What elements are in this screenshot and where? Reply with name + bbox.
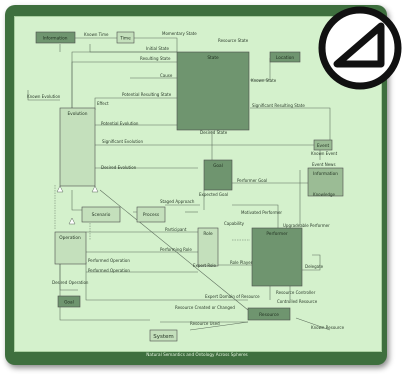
rel-momentary-state: Momentary State <box>162 31 197 36</box>
rel-knowledge: Knowledge <box>313 192 336 197</box>
performer-label: Performer <box>266 231 288 237</box>
information-right-box[interactable] <box>307 167 344 197</box>
state-label: State <box>207 55 219 61</box>
system-box[interactable] <box>149 329 178 342</box>
rel-performer-goal: Performer Goal <box>237 178 267 183</box>
rel-expert-role: Expert Role <box>193 263 217 268</box>
rel-expected-goal: Expected Goal <box>199 192 228 197</box>
rel-significant-evolution: Significant Evolution <box>102 139 143 144</box>
rel-resulting-state: Resulting State <box>140 56 171 61</box>
scenario-label: Scenario <box>92 212 111 218</box>
resource-label: Resource <box>259 312 279 318</box>
evolution-box[interactable] <box>59 107 96 187</box>
box-labels: Information Time State Location Evolutio… <box>43 36 339 341</box>
rel-known-state: Known State <box>251 78 277 83</box>
rel-resource-state: Resource State <box>218 38 249 43</box>
rel-upgradeable-performer: Upgradeable Performer <box>283 223 330 228</box>
rel-known-resource: Known Resource <box>311 325 345 330</box>
role-box[interactable] <box>197 227 219 267</box>
relation-labels: Known Time Momentary State Resource Stat… <box>27 31 345 330</box>
rel-known-time: Known Time <box>84 32 109 37</box>
resource-box[interactable] <box>247 307 291 321</box>
diagram-caption: Natural Semantics and Ontology Across Sp… <box>146 352 248 357</box>
location-box[interactable] <box>269 51 301 63</box>
rel-potential-resulting-state: Potential Resulting State <box>122 92 172 97</box>
information-top-box[interactable] <box>35 31 76 44</box>
operation-label: Operation <box>59 235 81 241</box>
rel-desired-operation: Desired Operation <box>52 280 89 285</box>
rel-potential-evolution: Potential Evolution <box>101 121 139 126</box>
goal-bottom-box[interactable] <box>57 295 81 308</box>
rel-resource-controller: Resource Controller <box>276 290 316 295</box>
state-box[interactable] <box>176 51 250 131</box>
operation-box[interactable] <box>54 231 87 265</box>
rel-role-player: Role Player <box>230 260 253 265</box>
rel-capability: Capability <box>224 221 245 226</box>
rel-controlled-resource: Controlled Resource <box>277 299 318 304</box>
goal-bottom-label: Goal <box>64 300 74 306</box>
goal-label: Goal <box>213 163 223 169</box>
triangle-logo-icon <box>318 6 402 90</box>
rel-participant: Participant <box>165 227 187 232</box>
process-label: Process <box>143 212 160 218</box>
rel-motivated-performer: Motivated Performer <box>241 210 282 215</box>
rel-staged-approach: Staged Approach <box>160 199 195 204</box>
information-top-label: Information <box>43 36 68 42</box>
rel-performing-role: Performing Role <box>160 247 192 252</box>
rel-initial-state: Initial State <box>146 46 169 51</box>
class-boxes <box>35 31 344 342</box>
goal-box[interactable] <box>203 159 233 191</box>
rel-performed-operation-2: Performed Operation <box>88 268 130 273</box>
rel-event-news: Event News <box>312 162 336 167</box>
performer-box[interactable] <box>251 227 303 287</box>
time-label: Time <box>119 36 131 42</box>
rel-desired-evolution: Desired Evolution <box>101 165 137 170</box>
rel-expert-domain: Expert Domain of Resource <box>205 294 260 299</box>
role-label: Role <box>203 231 213 237</box>
rel-known-evolution: Known Evolution <box>27 94 61 99</box>
rel-delegate: Delegate <box>305 264 324 269</box>
rel-effect: Effect <box>97 101 109 106</box>
event-box[interactable] <box>313 139 333 151</box>
rel-desired-state: Desired State <box>200 130 228 135</box>
rel-known-event: Known Event <box>311 151 338 156</box>
information-right-label: Information <box>313 171 338 177</box>
location-label: Location <box>276 55 294 61</box>
time-box[interactable] <box>116 31 135 44</box>
rel-performed-operation-1: Performed Operation <box>88 258 130 263</box>
rel-resource-used: Resource Used <box>190 321 220 326</box>
evolution-label: Evolution <box>67 111 87 117</box>
scenario-box[interactable] <box>81 206 121 223</box>
event-label: Event <box>317 143 330 149</box>
process-box[interactable] <box>136 206 166 223</box>
rel-resource-created: Resource Created or Changed <box>175 305 235 310</box>
rel-significant-resulting-state: Significant Resulting State <box>252 103 305 108</box>
rel-cause: Cause <box>160 73 173 78</box>
system-label: System <box>153 334 174 340</box>
